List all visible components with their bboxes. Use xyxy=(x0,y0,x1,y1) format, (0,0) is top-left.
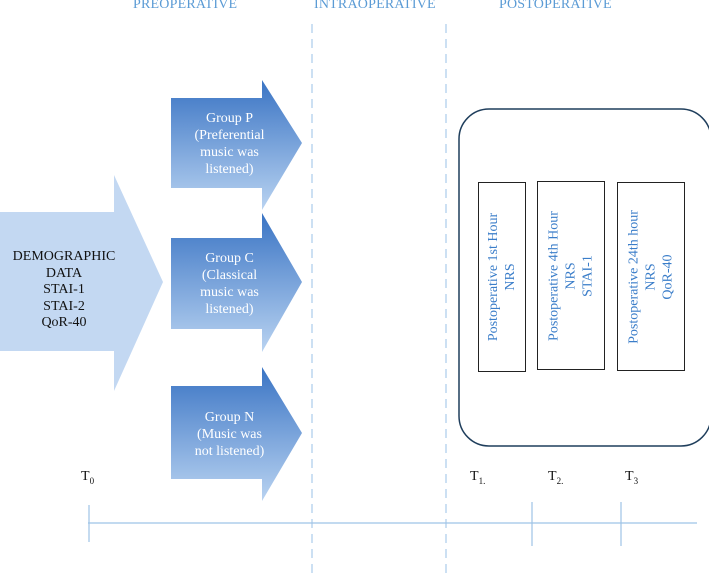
measurement-box-1st-hour: Postoperative 1st Hour NRS xyxy=(478,182,526,372)
group-n-arrow xyxy=(171,367,302,501)
timepoint-t0: T0 xyxy=(81,469,94,486)
timepoint-base: T xyxy=(625,469,634,484)
measurement-line: QoR-40 xyxy=(660,253,676,300)
group-p-arrow xyxy=(171,80,302,210)
group-p-label: Group P (Preferential music was listened… xyxy=(172,110,287,178)
group-c-label: Group C (Classical music was listened) xyxy=(172,250,287,318)
timepoint-t1: T1. xyxy=(470,469,485,486)
timepoint-base: T xyxy=(81,469,90,484)
timepoint-t3: T3 xyxy=(625,469,638,486)
group-n-label: Group N (Music was not listened) xyxy=(172,409,287,460)
group-c-line: music was xyxy=(200,285,259,300)
phase-preoperative: PREOPERATIVE xyxy=(133,0,238,12)
timepoint-t2: T2. xyxy=(548,469,563,486)
measurement-box-24th-hour: Postoperative 24th hour NRS QoR-40 xyxy=(617,182,685,371)
group-c-line: listened) xyxy=(205,302,254,317)
phase-intraoperative: INTRAOPERATIVE xyxy=(314,0,436,12)
group-n-line: Group N xyxy=(204,410,255,425)
measurement-4th-hour-text: Postoperative 4th Hour NRS STAI-1 xyxy=(546,186,597,366)
baseline-line: DATA xyxy=(45,265,83,281)
timepoint-sub: 1. xyxy=(478,475,486,486)
measurement-line: Postoperative 4th Hour xyxy=(546,210,562,341)
baseline-line: STAI-2 xyxy=(43,298,85,314)
group-n-line: (Music was xyxy=(197,427,262,442)
group-p-line: Group P xyxy=(205,111,254,126)
measurement-24th-hour-text: Postoperative 24th hour NRS QoR-40 xyxy=(626,187,677,367)
timepoint-sub: 3 xyxy=(633,475,639,486)
group-c-arrow xyxy=(171,213,302,352)
measurement-line: NRS xyxy=(503,263,518,291)
measurement-line: STAI-1 xyxy=(580,254,596,297)
baseline-line: QoR-40 xyxy=(41,315,87,330)
measurement-box-4th-hour: Postoperative 4th Hour NRS STAI-1 xyxy=(537,181,605,370)
group-c-line: (Classical xyxy=(201,268,258,283)
group-n-line: not listened) xyxy=(194,444,265,459)
group-p-line: music was xyxy=(200,145,259,160)
group-c-line: Group C xyxy=(205,251,254,266)
phase-postoperative: POSTOPERATIVE xyxy=(499,0,612,12)
measurement-line: NRS xyxy=(563,261,579,290)
measurement-line: NRS xyxy=(643,262,659,291)
timepoint-sub: 0 xyxy=(89,475,95,486)
baseline-line: DEMOGRAPHIC xyxy=(12,249,116,264)
group-p-line: (Preferential xyxy=(194,128,265,143)
timepoint-base: T xyxy=(548,469,557,484)
measurement-line: Postoperative 24th hour xyxy=(626,209,642,344)
baseline-arrow xyxy=(0,175,163,391)
timepoint-sub: 2. xyxy=(556,475,564,486)
group-p-line: listened) xyxy=(205,162,254,177)
measurement-1st-hour-text: Postoperative 1st Hour NRS xyxy=(485,187,519,367)
baseline-measures: DEMOGRAPHIC DATA STAI-1 STAI-2 QoR-40 xyxy=(0,249,128,332)
postoperative-frame xyxy=(458,108,709,447)
baseline-line: STAI-1 xyxy=(43,282,85,297)
timepoint-base: T xyxy=(470,469,479,484)
measurement-line: Postoperative 1st Hour xyxy=(486,212,501,342)
